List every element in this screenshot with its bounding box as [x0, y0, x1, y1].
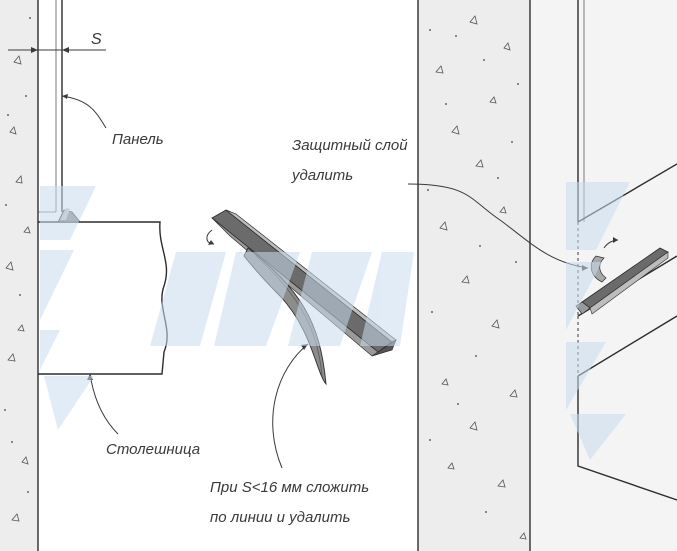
countertop-leader — [89, 373, 119, 435]
right-wall — [417, 0, 531, 551]
watermark-logo — [40, 186, 96, 430]
protective-label-line1: Защитный слой — [292, 137, 408, 154]
dimension-s: S — [8, 31, 106, 53]
watermark-logo-center — [150, 252, 414, 346]
fold-label-line2: по линии и удалить — [210, 509, 350, 526]
panel-leader — [61, 95, 107, 129]
panel — [38, 0, 63, 213]
panel-label: Панель — [112, 131, 164, 148]
countertop-label: Столешница — [106, 441, 200, 458]
fold-leader — [272, 343, 309, 469]
dimension-label: S — [91, 31, 102, 48]
fold-label-line1: При S<16 мм сложить — [210, 479, 369, 496]
watermark-logo-right — [566, 182, 630, 460]
protective-label-line2: удалить — [291, 167, 353, 184]
perspective-view — [531, 0, 677, 551]
protective-leader — [407, 183, 589, 269]
left-wall — [0, 0, 39, 551]
